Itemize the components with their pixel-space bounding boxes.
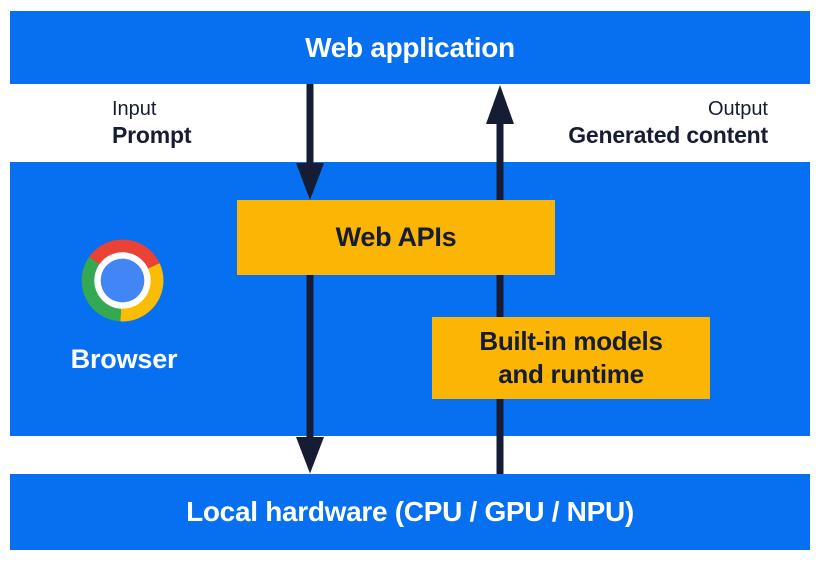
web-application-bar: Web application <box>10 11 810 84</box>
chrome-icon <box>81 239 164 322</box>
output-caption: Output <box>707 98 768 120</box>
input-label-group: Input Prompt <box>112 96 192 148</box>
input-value-label: Prompt <box>112 122 192 148</box>
builtin-models-label-line2: and runtime <box>498 359 644 389</box>
web-apis-box: Web APIs <box>237 200 555 275</box>
builtin-models-box: Built-in models and runtime <box>432 317 710 399</box>
output-label-group: Output Generated content <box>568 96 768 148</box>
builtin-models-label-line1: Built-in models <box>479 326 663 356</box>
input-caption: Input <box>112 98 157 120</box>
browser-label: Browser <box>70 344 178 374</box>
output-value-label: Generated content <box>568 122 768 148</box>
local-hardware-label: Local hardware (CPU / GPU / NPU) <box>186 496 634 527</box>
web-apis-label: Web APIs <box>335 222 457 252</box>
web-application-label: Web application <box>305 31 515 63</box>
local-hardware-bar: Local hardware (CPU / GPU / NPU) <box>10 474 810 550</box>
